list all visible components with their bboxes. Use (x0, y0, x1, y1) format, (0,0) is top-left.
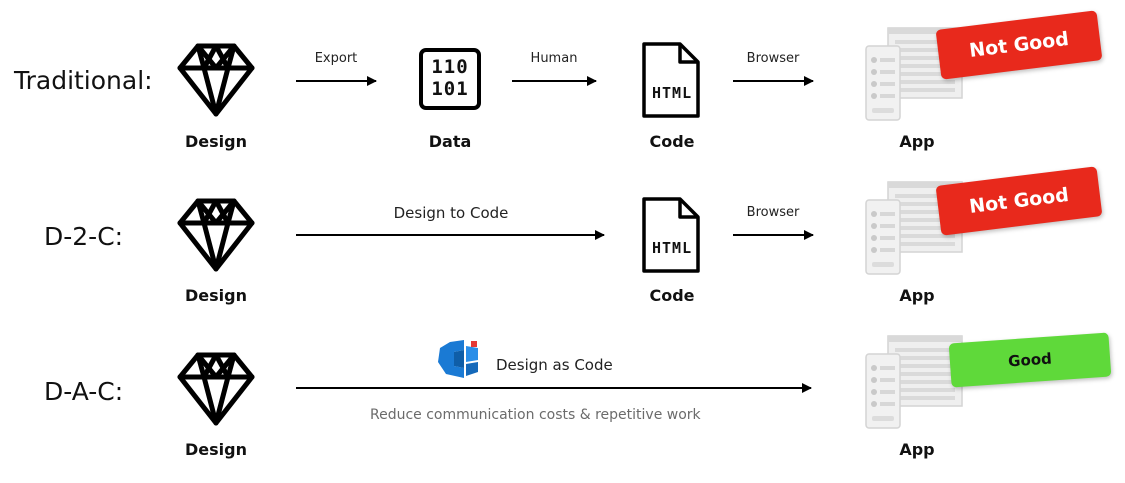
diamond-icon (176, 195, 256, 275)
node-label-data: Data (428, 132, 472, 151)
html-text: HTML (652, 239, 693, 257)
arrow-label-export: Export (314, 51, 358, 66)
arrow-design-to-code (296, 229, 608, 241)
node-label-app: App (899, 440, 935, 459)
binary-top-text: 110 (431, 56, 469, 78)
arrow-design-as-code (296, 382, 816, 394)
node-label-design: Design (185, 286, 247, 305)
status-badge-not-good: Not Good (935, 166, 1103, 236)
html-file-icon: HTML (638, 195, 702, 275)
node-label-design: Design (185, 440, 247, 459)
design-as-code-logo (434, 338, 482, 380)
html-file-icon: HTML (638, 40, 702, 120)
arrow-label-browser: Browser (746, 51, 800, 66)
status-badge-good: Good (948, 332, 1112, 388)
node-label-code: Code (649, 286, 695, 305)
binary-data-icon: 110 101 (418, 47, 482, 111)
html-text: HTML (652, 84, 693, 102)
row-label-traditional: Traditional: (14, 66, 153, 95)
arrow-browser (733, 75, 817, 87)
node-label-app: App (899, 132, 935, 151)
node-label-app: App (899, 286, 935, 305)
diamond-icon (176, 349, 256, 429)
status-badge-not-good: Not Good (935, 10, 1103, 80)
node-label-design: Design (185, 132, 247, 151)
arrow-browser (733, 229, 817, 241)
arrow-label-human: Human (530, 51, 578, 66)
benefit-caption: Reduce communication costs & repetitive … (370, 407, 701, 423)
node-label-code: Code (649, 132, 695, 151)
diamond-icon (176, 40, 256, 120)
arrow-human (512, 75, 600, 87)
arrow-export (296, 75, 380, 87)
arrow-label-browser: Browser (746, 205, 800, 220)
row-label-d2c: D-2-C: (44, 222, 124, 251)
binary-bottom-text: 101 (431, 78, 469, 100)
arrow-label-design-as-code: Design as Code (496, 356, 613, 374)
arrow-label-design-to-code: Design to Code (393, 204, 509, 222)
row-label-dac: D-A-C: (44, 377, 124, 406)
